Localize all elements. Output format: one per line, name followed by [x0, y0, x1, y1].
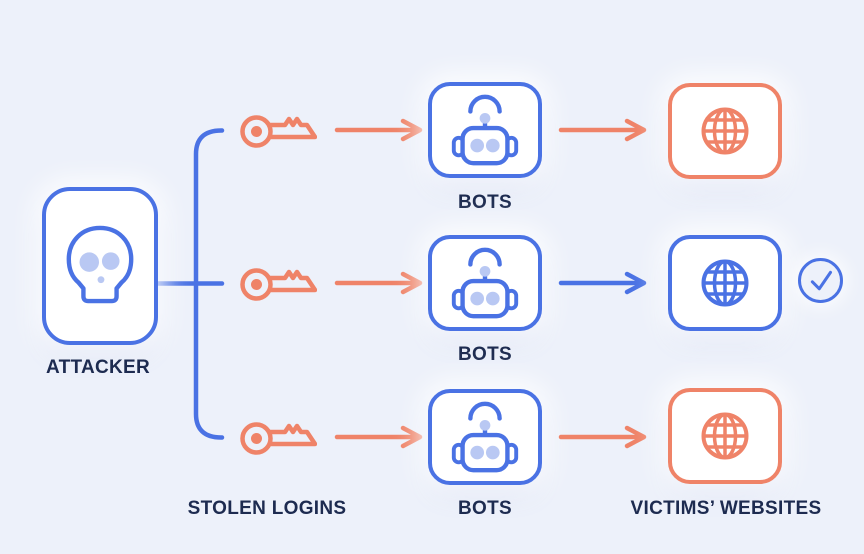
victims-websites-label: VICTIMS’ WEBSITES: [630, 498, 822, 519]
arrow-right-icon: [334, 118, 423, 142]
victim-website-card: [668, 388, 782, 484]
globe-icon: [701, 259, 749, 307]
arrow-right-icon: [558, 118, 647, 142]
arrow-right-icon: [334, 425, 423, 449]
bots-label: BOTS: [458, 498, 512, 519]
attacker-label: ATTACKER: [45, 357, 151, 378]
bot-card: [428, 82, 542, 178]
globe-icon: [701, 412, 749, 460]
arrow-right-icon: [558, 271, 647, 295]
bot-card: [428, 389, 542, 485]
branch-line: [193, 128, 225, 440]
arrow-right-icon: [558, 425, 647, 449]
bot-card: [428, 235, 542, 331]
globe-icon: [701, 107, 749, 155]
check-circle-icon: [798, 258, 843, 303]
robot-icon: [451, 247, 519, 319]
arrow-right-icon: [334, 271, 423, 295]
skull-icon: [66, 225, 134, 304]
attacker-card: [42, 187, 158, 345]
victim-website-card: [668, 235, 782, 331]
robot-icon: [451, 94, 519, 166]
victim-website-card: [668, 83, 782, 179]
key-icon: [240, 115, 317, 148]
bots-label: BOTS: [458, 192, 512, 213]
stolen-logins-label: STOLEN LOGINS: [187, 498, 347, 519]
key-icon: [240, 422, 317, 455]
robot-icon: [451, 401, 519, 473]
key-icon: [240, 268, 317, 301]
bots-label: BOTS: [458, 344, 512, 365]
